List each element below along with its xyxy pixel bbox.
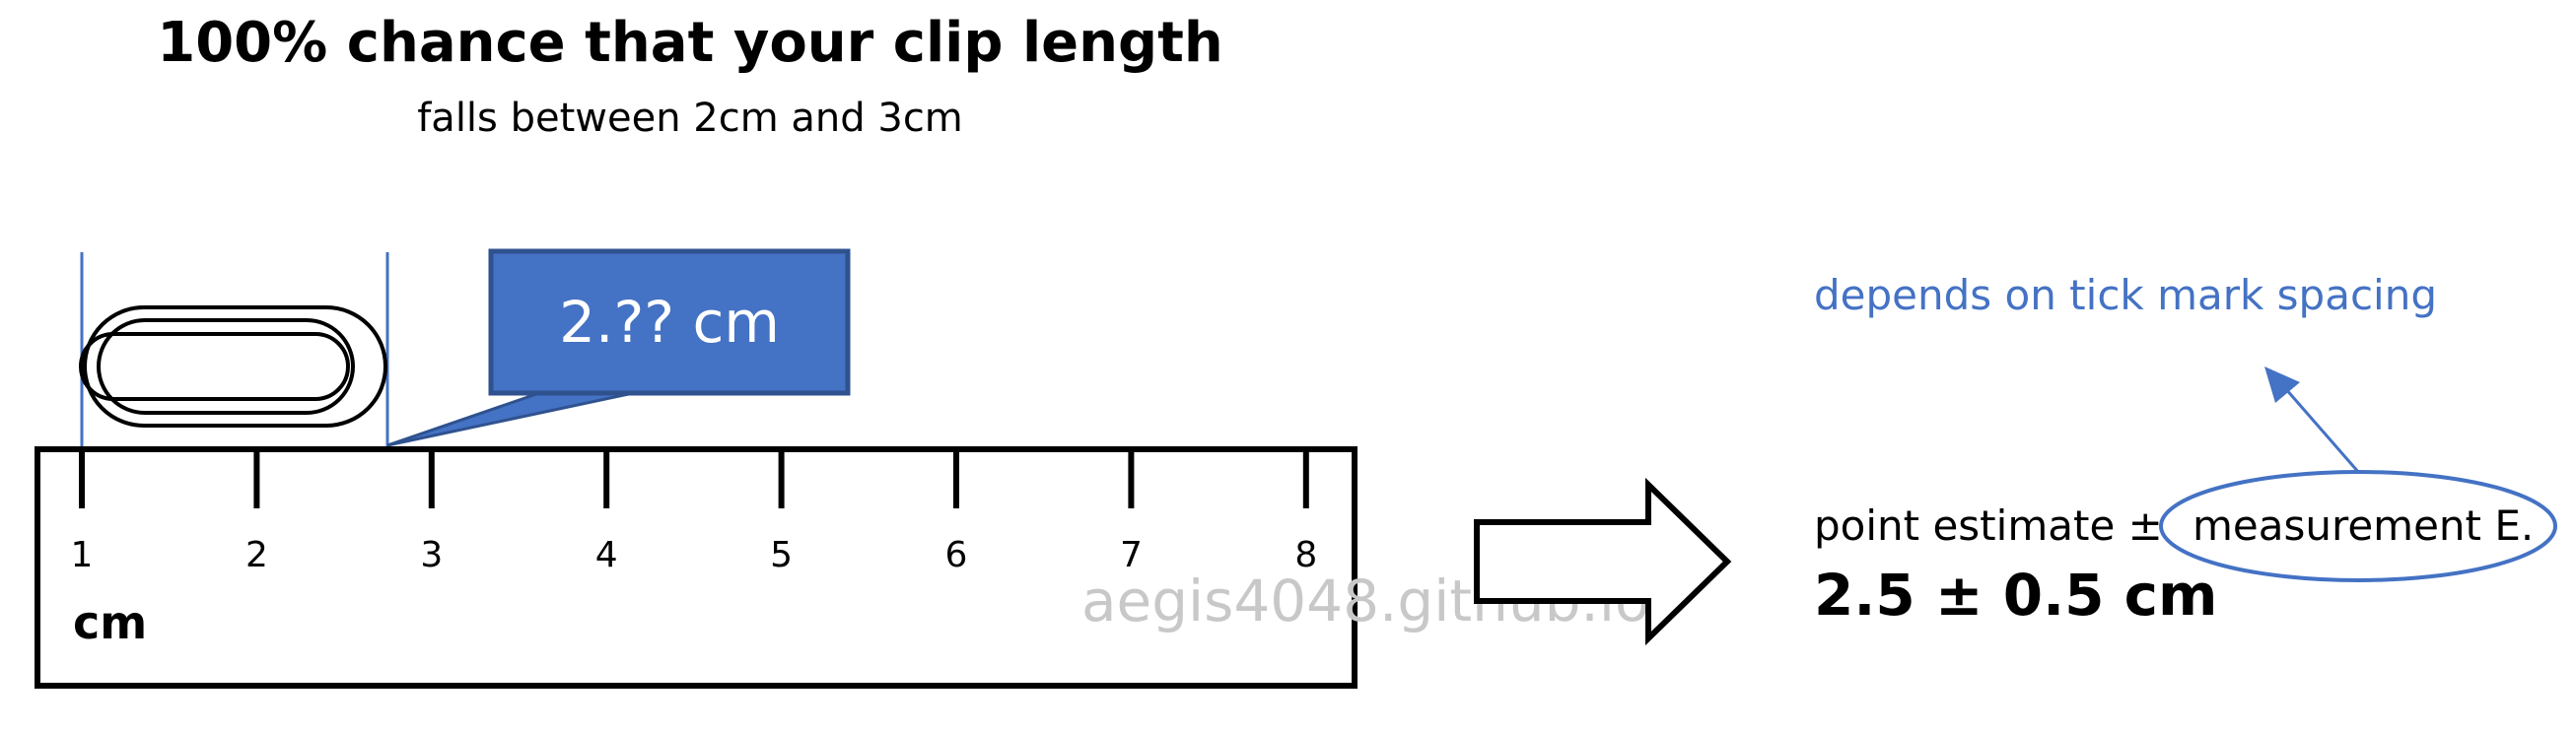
ruler-tick-label: 6	[945, 535, 968, 575]
title-sub: falls between 2cm and 3cm	[417, 96, 963, 141]
ruler-tick-label: 8	[1294, 535, 1317, 575]
ruler-tick-label: 3	[420, 535, 443, 575]
title-main: 100% chance that your clip length	[157, 11, 1222, 75]
formula-prefix: point estimate ±	[1814, 501, 2163, 550]
ruler-unit: cm	[73, 596, 147, 649]
ruler-tick-label: 7	[1120, 535, 1143, 575]
callout-box	[488, 248, 851, 396]
annotation-text: depends on tick mark spacing	[1814, 271, 2437, 319]
callout-text: 2.?? cm	[559, 289, 780, 356]
highlight-ellipse	[2159, 470, 2557, 582]
arrow-up-icon	[2264, 366, 2361, 474]
ruler-tick-label: 4	[595, 535, 618, 575]
paperclip-icon	[79, 305, 387, 428]
right-arrow-icon	[1474, 477, 1732, 646]
ruler-tick-label: 1	[71, 535, 94, 575]
ruler-ticks: 1 2 3 4 5 6 7 8	[71, 451, 1317, 575]
ruler: 1 2 3 4 5 6 7 8 cm	[35, 446, 1358, 689]
formula-highlight: measurement E.	[2193, 501, 2534, 550]
ruler-tick-label: 2	[245, 535, 268, 575]
ruler-tick-label: 5	[770, 535, 793, 575]
callout-pointer	[386, 389, 644, 447]
callout: 2.?? cm	[386, 248, 851, 447]
formula-result: 2.5 ± 0.5 cm	[1814, 562, 2217, 629]
